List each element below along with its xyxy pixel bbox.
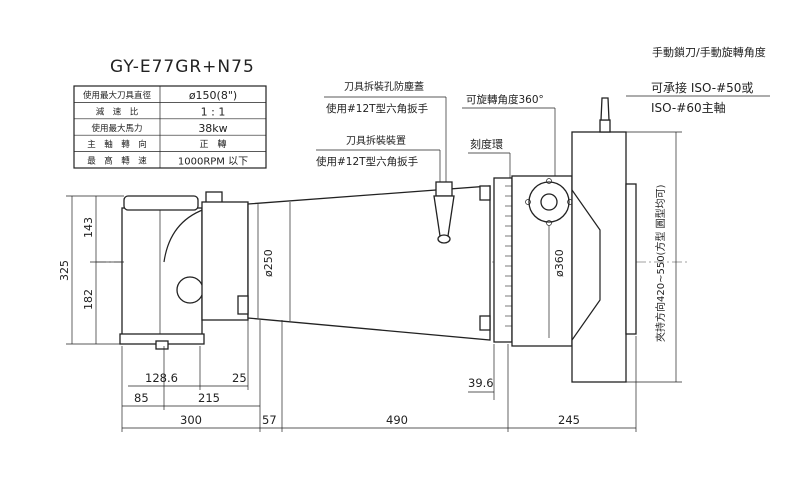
note-scale-ring: 刻度環	[470, 137, 503, 151]
dim-25: 25	[232, 371, 247, 385]
note-wrench-1: 使用#12T型六角扳手	[326, 102, 428, 115]
dim-upper-height: 143	[82, 217, 95, 238]
dim-85: 85	[134, 391, 149, 405]
dim-215: 215	[198, 391, 220, 405]
note-wrench-2: 使用#12T型六角扳手	[316, 155, 418, 168]
note-dust-cover: 刀具拆裝孔防塵蓋	[344, 80, 424, 93]
spec-label: 最 高 轉 速	[87, 156, 147, 167]
dim-lower-height: 182	[82, 289, 95, 310]
dim-490: 490	[386, 413, 408, 427]
dim-245: 245	[558, 413, 580, 427]
spec-label: 使用最大刀具直徑	[83, 90, 152, 101]
note-clamp-range: 夾持方向420~550(方型 圓型均可)	[654, 184, 667, 342]
model-title: GY-E77GR+N75	[110, 57, 255, 77]
dim-flange-dia: ø360	[553, 249, 566, 277]
spindle-head-drawing	[96, 97, 690, 383]
note-tool-device: 刀具拆裝裝置	[346, 134, 406, 147]
spec-label: 主 軸 轉 向	[87, 139, 147, 150]
spec-value: 38kw	[198, 122, 227, 135]
spec-value: 1000RPM 以下	[178, 156, 248, 167]
dim-overall-height: 325	[58, 260, 71, 281]
spec-table: 使用最大刀具直徑 ø150(8") 減 速 比 1 : 1 使用最大馬力 38k…	[73, 85, 267, 169]
spec-value: 正 轉	[199, 138, 226, 150]
dim-57: 57	[262, 413, 277, 427]
spec-value: 1 : 1	[201, 105, 226, 118]
dim-39-6: 39.6	[468, 376, 494, 390]
note-rotation-angle: 可旋轉角度360°	[466, 93, 544, 106]
spec-value: ø150(8")	[189, 89, 237, 102]
dim-body-dia: ø250	[262, 249, 275, 277]
spec-label: 使用最大馬力	[91, 123, 142, 134]
note-manual-lock: 手動鎖刀/手動旋轉角度	[652, 45, 766, 59]
dim-128-6: 128.6	[145, 371, 178, 385]
dim-300: 300	[180, 413, 202, 427]
note-iso-line2: ISO-#60主軸	[651, 101, 726, 115]
dimensions: 325 143 182 ø250 ø360 128.6 25 39.6 85 2…	[58, 131, 682, 432]
spec-label: 減 速 比	[96, 106, 139, 117]
note-iso-line1: 可承接 ISO-#50或	[651, 80, 753, 95]
